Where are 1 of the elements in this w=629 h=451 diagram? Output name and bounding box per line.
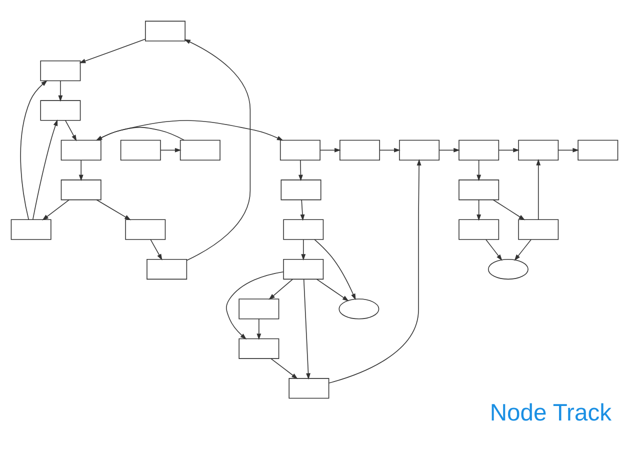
diagram-title: Node Track (490, 399, 612, 426)
